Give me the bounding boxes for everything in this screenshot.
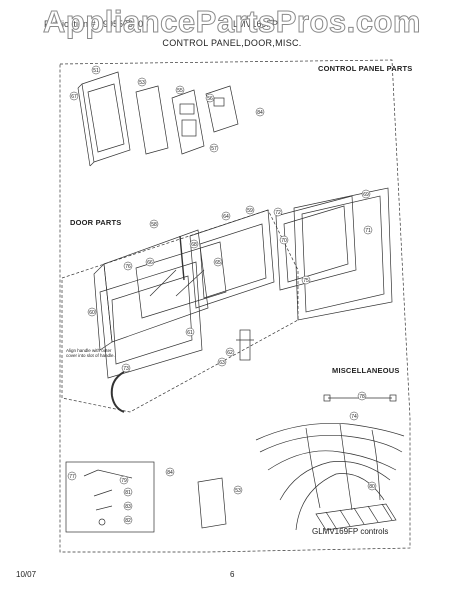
- callout-66: 66: [147, 260, 153, 266]
- callout-52: 53: [139, 80, 145, 86]
- door-seal-frame: [293, 187, 393, 321]
- callout-79: 79: [121, 478, 127, 484]
- callout-82: 82: [125, 518, 131, 524]
- callout-56: 56: [207, 96, 213, 102]
- control-board: [171, 89, 205, 155]
- diagram-caption: GLMV169FP controls: [312, 527, 389, 536]
- callout-62: 62: [227, 350, 233, 356]
- door-note: Align handle with outer cover into slot …: [66, 348, 115, 358]
- door-inner-panel: [275, 195, 357, 291]
- callout-76: 76: [125, 264, 131, 270]
- callout-81: 81: [125, 490, 131, 496]
- owners-manual: [197, 477, 227, 529]
- door-section-title: DOOR PARTS: [70, 218, 122, 227]
- door-choke-frame: [189, 209, 275, 309]
- callout-55: 55: [177, 88, 183, 94]
- publication-number: Publication # 5995509205: [44, 19, 149, 29]
- callout-58: 58: [151, 222, 157, 228]
- callout-57: 57: [211, 146, 217, 152]
- callout-61: 61: [187, 330, 193, 336]
- callout-84b: 84: [167, 470, 173, 476]
- door-screen: [135, 241, 227, 319]
- callout-51: 51: [93, 68, 99, 74]
- callout-80: 80: [369, 484, 375, 490]
- kit-contents: [83, 469, 133, 526]
- callout-72: 72: [275, 210, 281, 216]
- control-membrane: [135, 85, 169, 155]
- watermark: AppliancePartsPros.com: [43, 4, 421, 40]
- control-panel-section-title: CONTROL PANEL PARTS: [318, 64, 413, 73]
- callout-64: 64: [223, 214, 229, 220]
- diagram-outline: [59, 59, 411, 553]
- callout-60: 60: [89, 310, 95, 316]
- page-number: 6: [230, 570, 235, 579]
- callout-68: 68: [191, 242, 197, 248]
- control-panel-frame: [77, 71, 131, 167]
- door-handle: [110, 371, 125, 413]
- misc-section-title: MISCELLANEOUS: [332, 366, 400, 375]
- callout-63: 63: [219, 360, 225, 366]
- door-outer-cover: [93, 229, 209, 351]
- callout-74: 74: [351, 414, 357, 420]
- control-switch-assembly: [205, 85, 239, 133]
- parts-kit-box: [65, 461, 155, 533]
- callout-70: 70: [281, 238, 287, 244]
- footer-date: 10/07: [16, 570, 37, 579]
- callout-67: 67: [71, 94, 77, 100]
- callout-53: 53: [235, 488, 241, 494]
- latch-assembly: [236, 329, 254, 361]
- callout-83: 83: [125, 504, 131, 510]
- callout-84: 84: [257, 110, 263, 116]
- callout-69: 69: [363, 192, 369, 198]
- wire-harness: [255, 423, 405, 531]
- door-spring: [179, 235, 185, 281]
- door-body: [99, 261, 203, 379]
- callout-75: 75: [303, 278, 309, 284]
- callout-78: 78: [359, 394, 365, 400]
- oven-rack: [315, 503, 397, 531]
- callout-65: 65: [215, 260, 221, 266]
- callout-59: 59: [247, 208, 253, 214]
- page-subtitle: CONTROL PANEL,DOOR,MISC.: [162, 38, 302, 48]
- callout-73: 73: [123, 366, 129, 372]
- callout-71: 71: [365, 228, 371, 234]
- model-number: GLMV169FP: [226, 19, 279, 29]
- callout-77: 77: [69, 474, 75, 480]
